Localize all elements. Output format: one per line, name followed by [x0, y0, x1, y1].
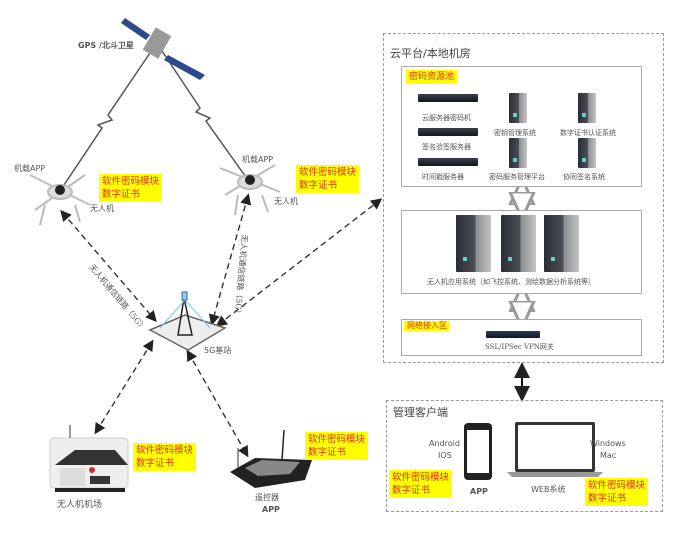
device-label: 云服务器密码机 [422, 114, 471, 122]
system-label: 协同签名系统 [563, 173, 605, 181]
airport-label: 无人机机场 [57, 500, 103, 510]
badge-line: 软件密码模块 [136, 445, 194, 456]
web-system-label: WEB系统 [531, 485, 566, 494]
crypto-badge-client-right: 软件密码模块数字证书 [585, 478, 649, 506]
crypto-badge-controller: 软件密码模块数字证书 [305, 432, 369, 460]
tower-server-icon [501, 215, 536, 272]
badge-line: 数字证书 [136, 458, 175, 469]
mobile-os-label: Android [429, 439, 460, 448]
phone-icon [464, 423, 492, 480]
drone-airport-icon [49, 425, 129, 492]
vpn-gateway-label: SSL/IPSec VPN网关 [485, 343, 554, 351]
crypto-badge-drone-right: 软件密码模块数字证书 [296, 165, 360, 193]
base-station-label: 5G基站 [204, 346, 232, 355]
tower-server-icon [509, 93, 527, 123]
tower-server-icon [544, 215, 579, 272]
device-label: 时间戳服务器 [422, 173, 464, 181]
satellite-label: GPS /北斗卫星 [78, 41, 134, 50]
system-label: 数字证书认证系统 [560, 129, 616, 137]
drone-app-label: 机载APP [242, 155, 274, 164]
drone-label: 无人机 [274, 197, 298, 206]
tower-server-icon [509, 138, 527, 168]
base-station-icon [148, 291, 227, 351]
badge-line: 软件密码模块 [392, 472, 450, 483]
desktop-os-label: Windows [590, 439, 626, 448]
badge-line: 数字证书 [299, 180, 338, 191]
tower-server-icon [578, 93, 596, 123]
tower-server-icon [456, 215, 491, 272]
network-access-tag: 网络接入区 [404, 321, 450, 331]
mobile-os-label: IOS [438, 451, 452, 460]
satellite-icon [121, 18, 205, 80]
cloud-platform-region [383, 33, 664, 363]
tower-server-icon [578, 138, 596, 168]
rack-server-icon [418, 158, 478, 166]
drone-icon-left [29, 174, 91, 226]
rack-server-icon [418, 94, 478, 102]
device-label: 签名验签服务器 [422, 143, 471, 151]
rack-server-icon [418, 128, 478, 136]
crypto-badge-drone-left: 软件密码模块数字证书 [99, 174, 163, 202]
badge-line: 数字证书 [308, 447, 347, 458]
vpn-gateway-icon [486, 331, 540, 338]
management-client-region [386, 400, 663, 512]
controller-label: 遥控器 [255, 493, 279, 502]
link-airport [94, 339, 154, 435]
drone-label: 无人机 [90, 204, 114, 213]
cloud-title: 云平台/本地机房 [390, 47, 471, 60]
crypto-badge-airport: 软件密码模块数字证书 [133, 443, 197, 471]
badge-line: 数字证书 [392, 485, 431, 496]
drone-apps-label: 无人机应用系统（如飞控系统、测绘数据分析系统等） [427, 278, 595, 286]
badge-line: 软件密码模块 [102, 176, 160, 187]
badge-line: 软件密码模块 [299, 167, 357, 178]
desktop-os-label: Mac [600, 451, 617, 460]
link-cloud [215, 198, 383, 327]
badge-line: 软件密码模块 [588, 480, 646, 491]
system-label: 密码服务管理平台 [489, 173, 545, 181]
badge-line: 数字证书 [588, 493, 627, 504]
satellite-link-left [61, 49, 153, 189]
link-controller [186, 349, 249, 458]
controller-app-label: APP [262, 505, 280, 514]
badge-line: 软件密码模块 [308, 434, 366, 445]
drone-icon-right [219, 164, 281, 216]
drone-app-label: 机载APP [14, 164, 46, 173]
client-title: 管理客户端 [393, 406, 448, 419]
crypto-badge-client-left: 软件密码模块数字证书 [389, 470, 453, 498]
system-label: 密钥管理系统 [494, 129, 536, 137]
crypto-pool-tag: 密码资源池 [406, 70, 458, 84]
mobile-app-label: APP [470, 487, 488, 496]
satellite-link-right [159, 47, 249, 181]
badge-line: 数字证书 [102, 189, 141, 200]
laptop-icon [507, 422, 603, 477]
crypto-pool-box [401, 66, 642, 187]
remote-controller-icon [230, 429, 312, 488]
link-drone-left [60, 209, 157, 323]
